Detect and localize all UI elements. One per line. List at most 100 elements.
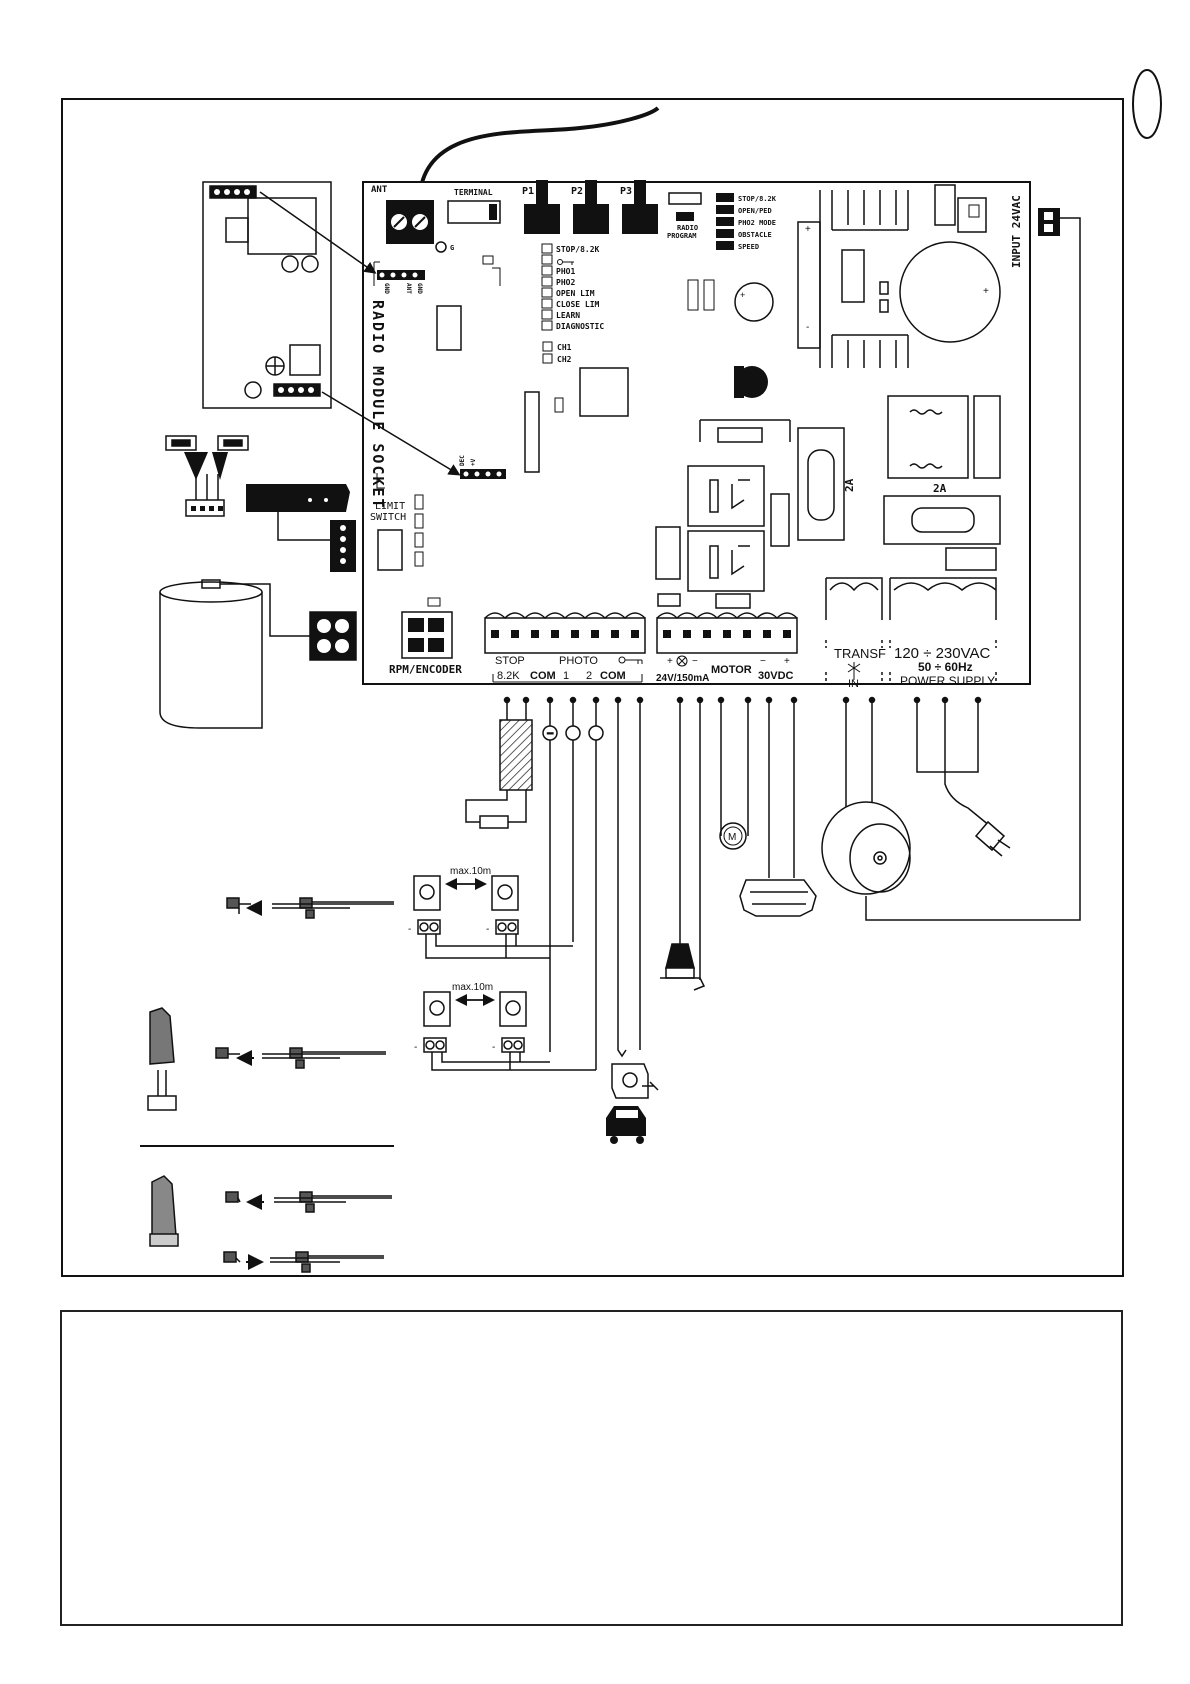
power-supply-label: POWER SUPPLY	[900, 674, 995, 688]
dip-pho2-mode: PHO2 MODE	[738, 219, 776, 227]
decoder-plugs	[165, 435, 249, 517]
led-pho1: PHO1	[556, 267, 575, 276]
svg-text:-: -	[806, 322, 809, 333]
radio-module-socket-label: RADIO MODULE SOCKET	[369, 300, 387, 510]
p3-label: P3	[620, 186, 632, 197]
limit-label: LIMIT	[375, 501, 405, 512]
stop-value-label: 8.2K	[497, 670, 520, 682]
radio-program-line1: RADIO	[677, 224, 698, 232]
p3-button	[622, 180, 658, 234]
svg-text:+: +	[784, 656, 790, 667]
ant-label: ANT	[371, 185, 388, 195]
relays	[655, 419, 845, 609]
photocell-pair-2	[423, 991, 596, 1071]
frequency-label: 50 ÷ 60Hz	[918, 660, 973, 674]
mains-plug	[974, 820, 1011, 857]
com1-label: COM	[530, 670, 556, 682]
battery-pack	[739, 879, 817, 917]
g-label: G	[450, 244, 454, 252]
gnd-label-1: GND	[383, 283, 390, 294]
flashing-lamp	[660, 943, 706, 991]
rpm-encoder-connector	[401, 611, 453, 659]
svg-text:-: -	[408, 924, 411, 935]
stop-label: STOP	[495, 655, 525, 667]
radio-socket-header	[377, 270, 425, 280]
dip-speed: SPEED	[738, 243, 759, 251]
led-close-lim: CLOSE LIM	[556, 300, 600, 309]
photo1-label: 1	[563, 670, 569, 682]
input-24vac-terminal	[1038, 208, 1060, 236]
ch2-label: CH2	[557, 355, 572, 364]
encoder-module	[246, 484, 356, 572]
dip-stop: STOP/8.2K	[738, 195, 777, 203]
motor-label: MOTOR	[711, 664, 752, 676]
p2-label: P2	[571, 186, 583, 197]
gnd-label-2: GND	[416, 283, 423, 294]
antenna-wire	[417, 106, 660, 216]
svg-text:−: −	[692, 656, 698, 667]
field-wiring: −	[465, 217, 1081, 1070]
option-jumpers	[716, 193, 734, 250]
svg-text:+: +	[805, 224, 811, 235]
terminal-strip-inputs	[484, 612, 646, 654]
lamp-label: 24V/150mA	[656, 673, 709, 684]
svg-text:+: +	[983, 286, 989, 297]
main-capacitor	[899, 241, 1001, 343]
key-switch	[611, 1063, 659, 1099]
svg-text:−: −	[547, 728, 553, 740]
notes-box	[60, 1310, 1123, 1626]
svg-text:+: +	[740, 290, 745, 300]
fuse-label-2: 2A	[933, 482, 947, 495]
vdc-label: 30VDC	[758, 670, 794, 682]
max-distance-1: max.10m	[450, 866, 491, 877]
decoder-header	[460, 469, 506, 479]
rpm-encoder-label: RPM/ENCODER	[389, 663, 462, 676]
voltage-label: 120 ÷ 230VAC	[894, 645, 991, 662]
photo-label: PHOTO	[559, 655, 598, 667]
svg-text:+: +	[667, 656, 673, 667]
svg-text:-: -	[492, 1042, 495, 1053]
svg-text:-: -	[414, 1042, 417, 1053]
svg-text:-: -	[486, 924, 489, 935]
svg-text:−: −	[760, 656, 766, 667]
fuse-label-1: 2A	[843, 478, 856, 492]
control-board: ANT TERMINAL P1 P2 P3 G RADIO PROGRAM ST…	[362, 180, 1060, 690]
led-stop: STOP/8.2K	[556, 245, 600, 254]
com2-label: COM	[600, 670, 626, 682]
diagram-frame	[61, 98, 1124, 1277]
led-pho2: PHO2	[556, 278, 575, 287]
corner-marker	[1132, 69, 1162, 139]
dec-label: DEC	[459, 455, 466, 466]
processor-chip	[579, 367, 629, 417]
jumper-diagrams	[140, 897, 394, 1273]
transformer	[821, 801, 911, 895]
led-open-lim: OPEN LIM	[556, 289, 595, 298]
terminal-strip-outputs	[656, 612, 798, 654]
p1-label: P1	[522, 186, 534, 197]
transformer-terminal	[825, 577, 997, 684]
limit-switch-connector	[377, 529, 403, 571]
ant-pin-label: ANT	[405, 283, 412, 294]
transformer-pad	[883, 395, 1001, 571]
v-label: +V	[470, 458, 477, 466]
dip-obstacle: OBSTACLE	[738, 231, 772, 239]
transf-label: TRANSF	[834, 646, 886, 661]
p1-button	[524, 180, 560, 234]
motor-canister	[159, 579, 357, 729]
ch1-label: CH1	[557, 343, 572, 352]
max-distance-2: max.10m	[452, 982, 493, 993]
radio-module	[202, 181, 332, 409]
dip-open-ped: OPEN/PED	[738, 207, 772, 215]
car-icon	[606, 1106, 646, 1144]
input-24vac-label: INPUT 24VAC	[1010, 195, 1023, 268]
radio-program-line2: PROGRAM	[667, 232, 697, 240]
p2-button	[573, 180, 609, 234]
motor-symbol: M	[719, 822, 747, 850]
transf-in-label: IN	[848, 678, 859, 690]
switch-label: SWITCH	[370, 512, 406, 523]
led-diagnostic: DIAGNOSTIC	[556, 322, 604, 331]
terminal-label: TERMINAL	[454, 188, 493, 197]
led-learn: LEARN	[556, 311, 580, 320]
motor-symbol-letter: M	[728, 832, 736, 843]
